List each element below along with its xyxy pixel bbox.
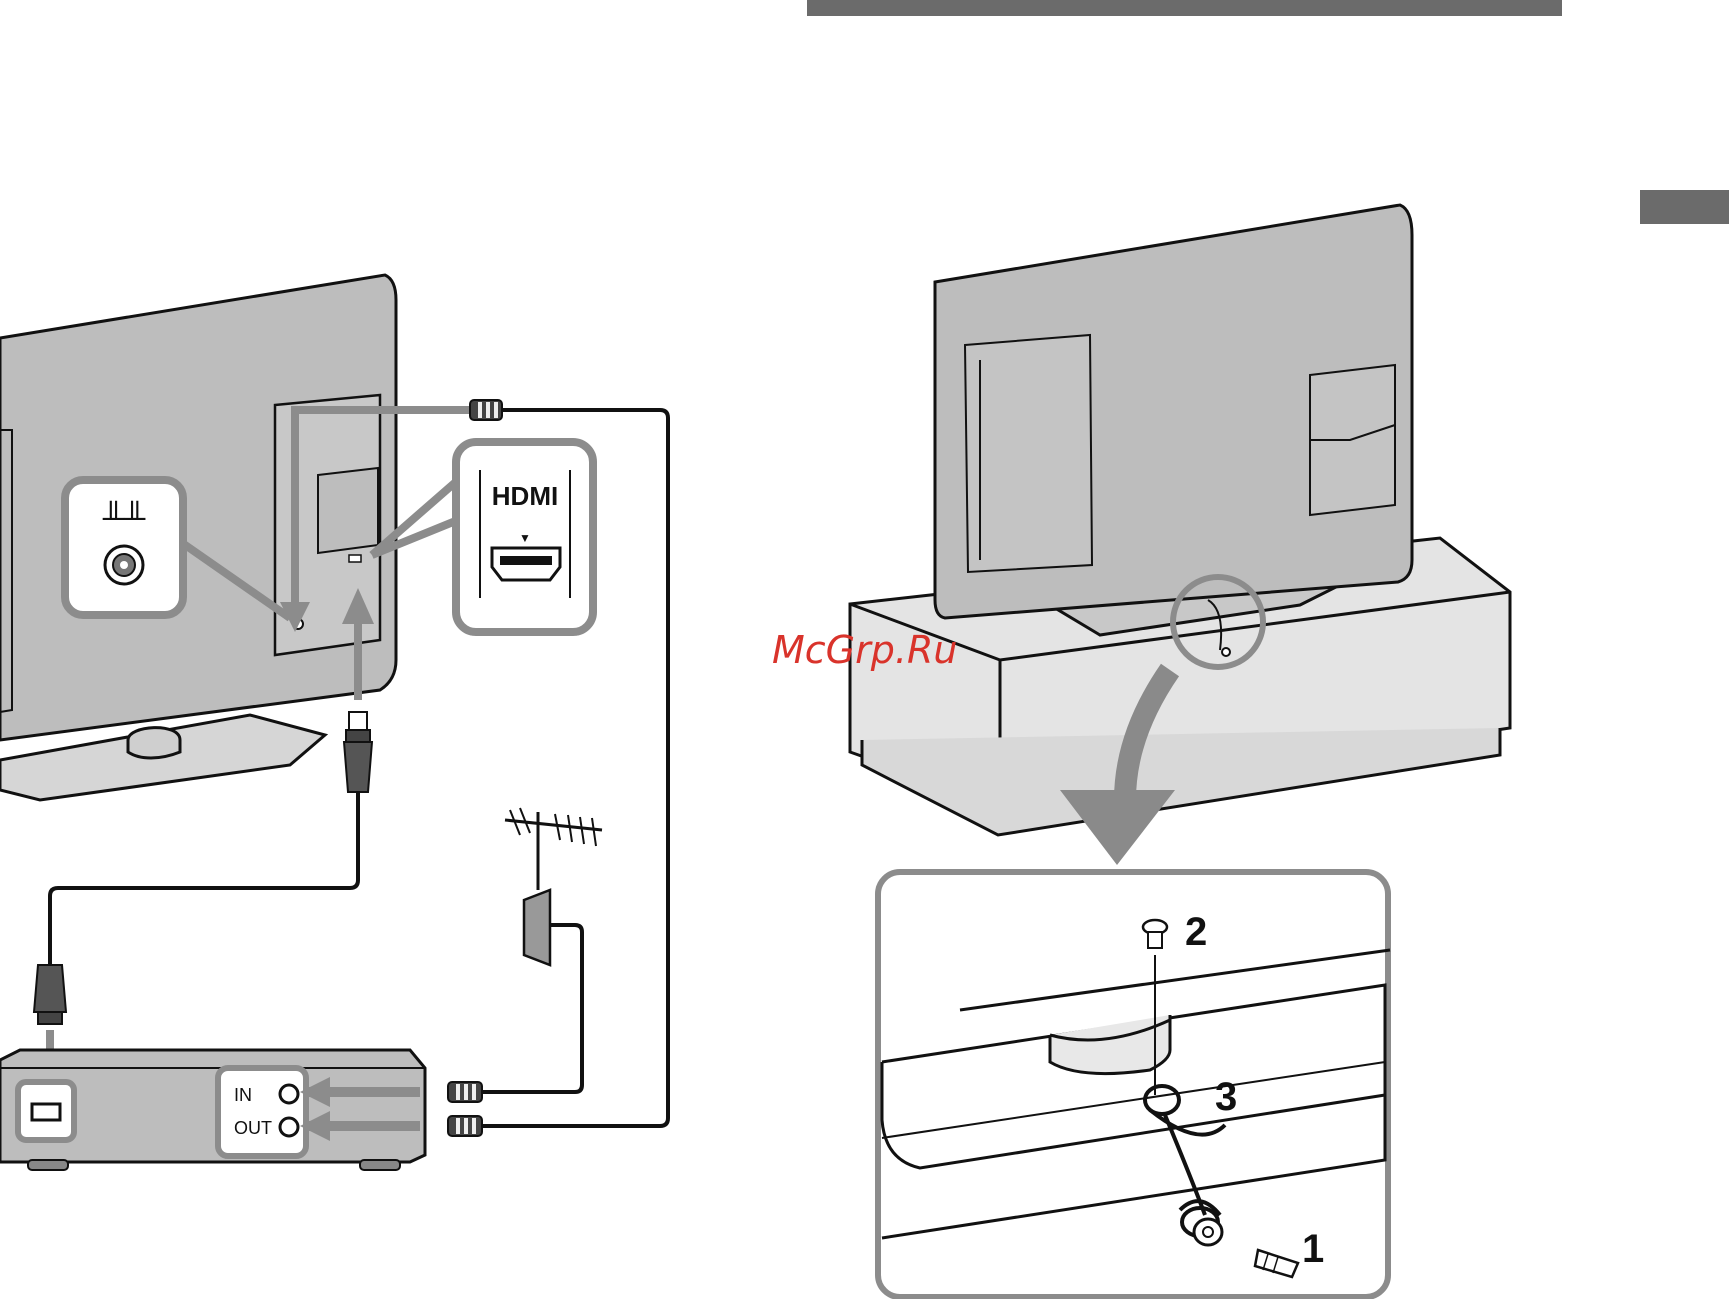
fixing-diagram: 2 3 1 — [850, 205, 1510, 1297]
page-side-tab — [1640, 190, 1729, 224]
out-label: OUT — [234, 1118, 272, 1138]
aerial-icon — [505, 808, 602, 890]
rf-out-socket — [280, 1118, 298, 1136]
antenna-symbol: ╨╨ — [102, 500, 146, 535]
section-header-bar — [807, 0, 1562, 16]
coax-plug-out — [448, 1116, 482, 1136]
step-2-label: 2 — [1185, 910, 1207, 954]
hdmi-plug-bottom — [34, 965, 66, 1024]
hdmi-logo: HDMI — [492, 481, 558, 511]
coax-plug-top — [470, 400, 502, 420]
set-top-rf-highlight — [218, 1068, 306, 1156]
zoom-arrow-head — [1060, 790, 1175, 865]
tv-left-cover — [965, 335, 1092, 572]
hdmi-plug-top — [344, 712, 372, 792]
coax-plug-in — [448, 1082, 482, 1102]
hdmi-arrow-mark: ▼ — [519, 531, 531, 545]
in-label: IN — [234, 1085, 252, 1105]
wall-outlet-icon — [524, 890, 550, 965]
cabinet-plinth — [862, 728, 1500, 835]
step-3-label: 3 — [1215, 1075, 1237, 1119]
step-1-label: 1 — [1302, 1227, 1324, 1271]
hdmi-cable — [50, 792, 358, 965]
watermark-text: McGrp.Ru — [772, 628, 957, 672]
tv-hdmi-socket — [349, 555, 361, 562]
tv-terminal-inner — [318, 468, 378, 553]
set-top-hdmi-port — [32, 1104, 60, 1120]
tv-stand-neck — [128, 728, 180, 758]
connection-diagram: ╨╨ HDMI ▼ — [0, 275, 668, 1170]
rf-in-socket — [280, 1085, 298, 1103]
